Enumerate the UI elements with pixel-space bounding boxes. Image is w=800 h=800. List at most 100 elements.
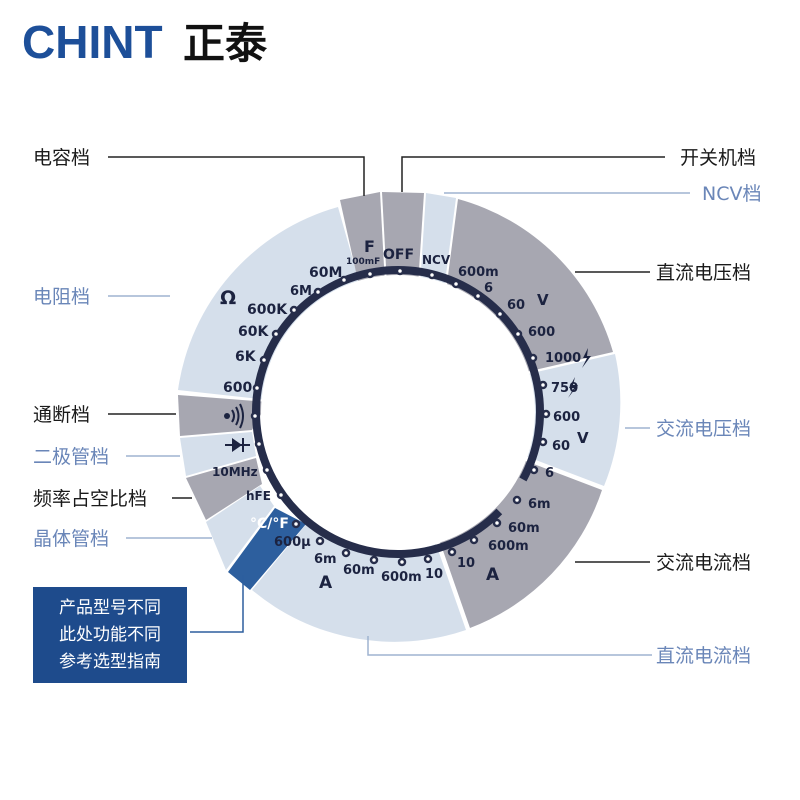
off-label: OFF: [383, 247, 414, 263]
position-dot: [469, 535, 479, 545]
dc-current-symbol: A: [319, 573, 333, 593]
label-diode: 二极管档: [33, 446, 109, 468]
position-dot: [315, 536, 325, 546]
position-dot: [538, 380, 548, 390]
segment-capacitance: [340, 192, 385, 290]
resistance-range: 600K: [247, 302, 288, 318]
position-dot: [541, 409, 551, 419]
position-dot: [512, 495, 522, 505]
segment-ncv: [420, 193, 456, 290]
label-dc-voltage: 直流电压档: [656, 262, 751, 284]
resistance-symbol: Ω: [220, 287, 236, 309]
ac-current-range: 10: [457, 556, 475, 571]
temperature-label: °C/°F: [250, 516, 289, 532]
dial-center: [261, 275, 535, 549]
diode-icon: [225, 438, 250, 452]
note-line-2: 此处功能不同: [59, 625, 161, 645]
position-dot: [254, 439, 264, 449]
resistance-range: 6M: [290, 284, 312, 299]
transistor-label: hFE: [246, 489, 271, 503]
position-dot: [423, 554, 433, 564]
position-dot: [369, 555, 379, 565]
note-box: 产品型号不同 此处功能不同 参考选型指南: [33, 587, 187, 683]
dc-voltage-range: 6: [484, 281, 493, 296]
dc-voltage-range: 1000: [545, 351, 581, 366]
note-line-1: 产品型号不同: [59, 598, 161, 618]
frequency-label: 10MHz: [212, 465, 258, 479]
position-dot: [276, 490, 286, 500]
ac-current-range: 60m: [508, 521, 540, 536]
segment-off: [382, 192, 424, 285]
ac-voltage-range: 600: [553, 410, 580, 425]
segment-transistor: [206, 486, 274, 570]
resistance-range: 6K: [235, 349, 257, 365]
brand-logo: CHINT 正泰: [22, 16, 268, 68]
leader-capacitance: [108, 156, 365, 196]
position-dot: [291, 519, 301, 529]
ac-voltage-range: 60: [552, 439, 570, 454]
capacitance-symbol: F: [364, 237, 375, 256]
resistance-range: 60K: [238, 324, 269, 340]
label-resistance: 电阻档: [33, 286, 90, 308]
dc-voltage-range: 60: [507, 298, 525, 313]
position-dot: [289, 305, 299, 315]
position-dot: [313, 287, 323, 297]
label-transistor: 晶体管档: [33, 528, 109, 550]
label-ac-voltage: 交流电压档: [656, 418, 751, 440]
ncv-label: NCV: [422, 253, 451, 267]
capacitance-range: 100mF: [346, 257, 380, 267]
position-dot: [250, 411, 260, 421]
dc-voltage-symbol: V: [537, 291, 549, 309]
ac-current-range: 600m: [488, 539, 529, 554]
label-ac-current: 交流电流档: [656, 552, 751, 574]
label-ncv: NCV档: [702, 183, 761, 205]
position-dot: [395, 266, 405, 276]
leader-note: [190, 575, 244, 633]
dial-dots: [250, 266, 551, 567]
position-dot: [492, 518, 502, 528]
note-line-3: 参考选型指南: [59, 652, 161, 672]
segment-resistance: [178, 207, 362, 400]
segment-dc-voltage: [446, 199, 613, 372]
position-dot: [262, 465, 272, 475]
position-dot: [397, 557, 407, 567]
position-dot: [339, 275, 349, 285]
brand-latin: CHINT: [22, 16, 163, 68]
continuity-icon: [224, 403, 244, 429]
leader-off: [401, 156, 665, 192]
label-capacitance: 电容档: [33, 147, 90, 169]
position-dot: [513, 329, 523, 339]
dc-current-range: 600m: [381, 570, 422, 585]
segment-continuity: [178, 395, 268, 436]
position-dot: [427, 270, 437, 280]
position-dot: [341, 548, 351, 558]
leader-lines: [108, 156, 690, 656]
dc-current-range: 6m: [314, 552, 337, 567]
dc-current-range: 10: [425, 567, 443, 582]
note-background: [33, 587, 187, 683]
ac-voltage-symbol: V: [577, 429, 589, 447]
position-dot: [529, 465, 539, 475]
leader-dc-current: [367, 636, 652, 656]
position-dot: [528, 353, 538, 363]
segment-frequency: [186, 458, 262, 520]
lightning-icon: [568, 348, 591, 398]
label-off: 开关机档: [680, 147, 756, 169]
inner-ring: [252, 266, 544, 558]
position-dot: [538, 437, 548, 447]
label-continuity: 通断档: [33, 404, 90, 426]
position-dot: [252, 383, 262, 393]
resistance-range: 600: [223, 380, 252, 396]
position-dot: [473, 291, 483, 301]
dc-current-range: 60m: [343, 563, 375, 578]
ac-voltage-range: 6: [545, 466, 554, 481]
segment-temperature: [228, 508, 306, 590]
position-dot: [451, 279, 461, 289]
resistance-range: 60M: [309, 265, 342, 281]
brand-cjk: 正泰: [183, 19, 268, 68]
dc-voltage-range: 600: [528, 325, 555, 340]
position-dot: [365, 269, 375, 279]
position-dot: [259, 355, 269, 365]
label-frequency: 频率占空比档: [33, 488, 147, 510]
position-dot: [271, 329, 281, 339]
